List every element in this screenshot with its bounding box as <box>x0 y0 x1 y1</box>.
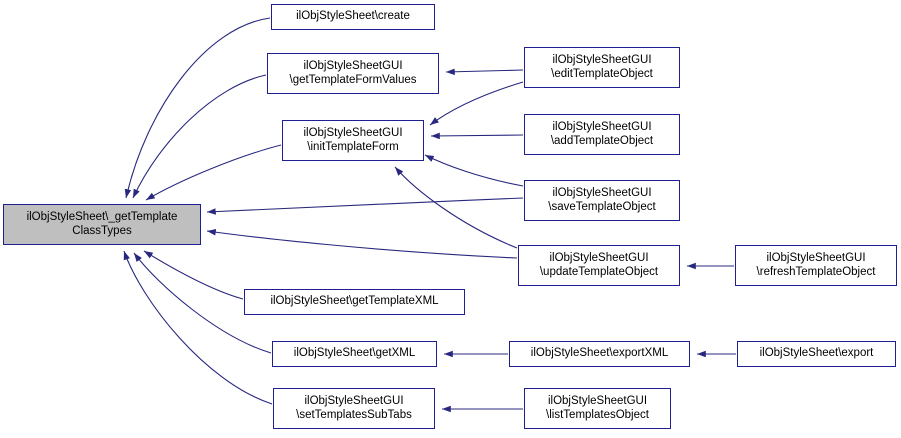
node-ilObjStyleSheetGUI-setTemplatesSubTabs[interactable]: ilObjStyleSheetGUI \setTemplatesSubTabs <box>273 388 435 429</box>
node-ilObjStyleSheet-getXML[interactable]: ilObjStyleSheet\getXML <box>272 341 437 367</box>
edge-setTemplatesSubTabs-to-getTemplateClassTypes <box>123 250 273 405</box>
edge-create-to-getTemplateClassTypes <box>124 17 271 199</box>
node-ilObjStyleSheet-exportXML[interactable]: ilObjStyleSheet\exportXML <box>509 341 690 367</box>
node-ilObjStyleSheetGUI-updateTemplateObject[interactable]: ilObjStyleSheetGUI \updateTemplateObject <box>518 245 680 286</box>
node-ilObjStyleSheetGUI-refreshTemplateObject[interactable]: ilObjStyleSheetGUI \refreshTemplateObjec… <box>735 245 897 286</box>
node-ilObjStyleSheetGUI-listTemplatesObject[interactable]: ilObjStyleSheetGUI \listTemplatesObject <box>524 388 671 429</box>
edge-getTemplateFormValues-to-getTemplateClassTypes <box>132 74 267 199</box>
node-ilObjStyleSheet-getTemplateXML[interactable]: ilObjStyleSheet\getTemplateXML <box>244 289 465 315</box>
edge-addTemplateObject-to-initTemplateForm <box>430 132 524 140</box>
edge-getTemplateXML-to-getTemplateClassTypes <box>143 250 244 300</box>
node-ilObjStyleSheetGUI-initTemplateForm[interactable]: ilObjStyleSheetGUI \initTemplateForm <box>282 120 424 161</box>
node-ilObjStyleSheet-create[interactable]: ilObjStyleSheet\create <box>271 4 435 30</box>
node-ilObjStyleSheetGUI-getTemplateFormValues[interactable]: ilObjStyleSheetGUI \getTemplateFormValue… <box>267 53 439 94</box>
edge-saveTemplateObject-to-getTemplateClassTypes <box>206 197 524 215</box>
node-ilObjStyleSheet-getTemplateClassTypes[interactable]: ilObjStyleSheet\_getTemplate ClassTypes <box>3 204 201 245</box>
edge-editTemplateObject-to-getTemplateFormValues <box>445 68 524 76</box>
node-ilObjStyleSheet-export[interactable]: ilObjStyleSheet\export <box>737 341 896 367</box>
node-ilObjStyleSheetGUI-addTemplateObject[interactable]: ilObjStyleSheetGUI \addTemplateObject <box>524 114 680 155</box>
edge-initTemplateForm-to-getTemplateClassTypes <box>145 144 282 201</box>
node-ilObjStyleSheetGUI-saveTemplateObject[interactable]: ilObjStyleSheetGUI \saveTemplateObject <box>524 180 680 221</box>
edge-saveTemplateObject-to-initTemplateForm <box>424 154 524 187</box>
edge-updateTemplateObject-to-initTemplateForm <box>394 166 518 249</box>
edge-editTemplateObject-to-initTemplateForm <box>429 81 524 126</box>
edge-updateTemplateObject-to-getTemplateClassTypes <box>206 228 518 259</box>
node-ilObjStyleSheetGUI-editTemplateObject[interactable]: ilObjStyleSheetGUI \editTemplateObject <box>524 47 680 88</box>
